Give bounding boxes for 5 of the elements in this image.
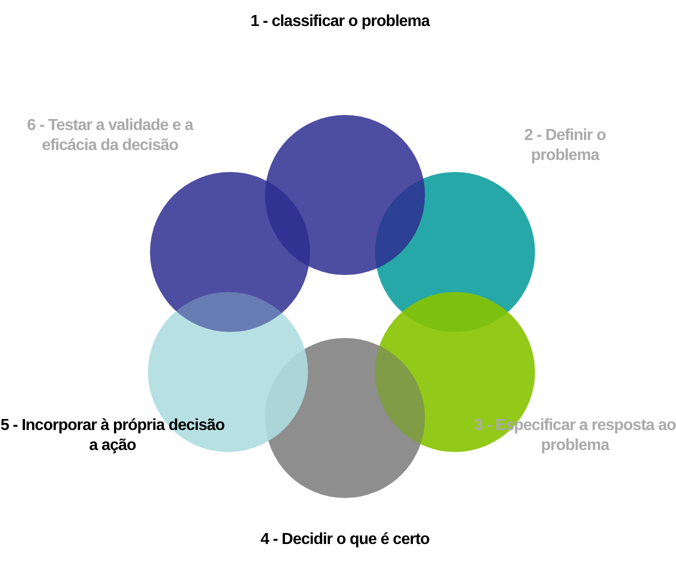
step-label: 5 - Incorporar à própria decisão a ação: [0, 416, 225, 456]
step-label: 1 - classificar o problema: [249, 12, 432, 32]
step-label: 4 - Decidir o que é certo: [260, 530, 430, 550]
step-label: 6 - Testar a validade e a eficácia da decisão: [26, 116, 195, 156]
step-label: 2 - Definir o problema: [523, 126, 607, 166]
